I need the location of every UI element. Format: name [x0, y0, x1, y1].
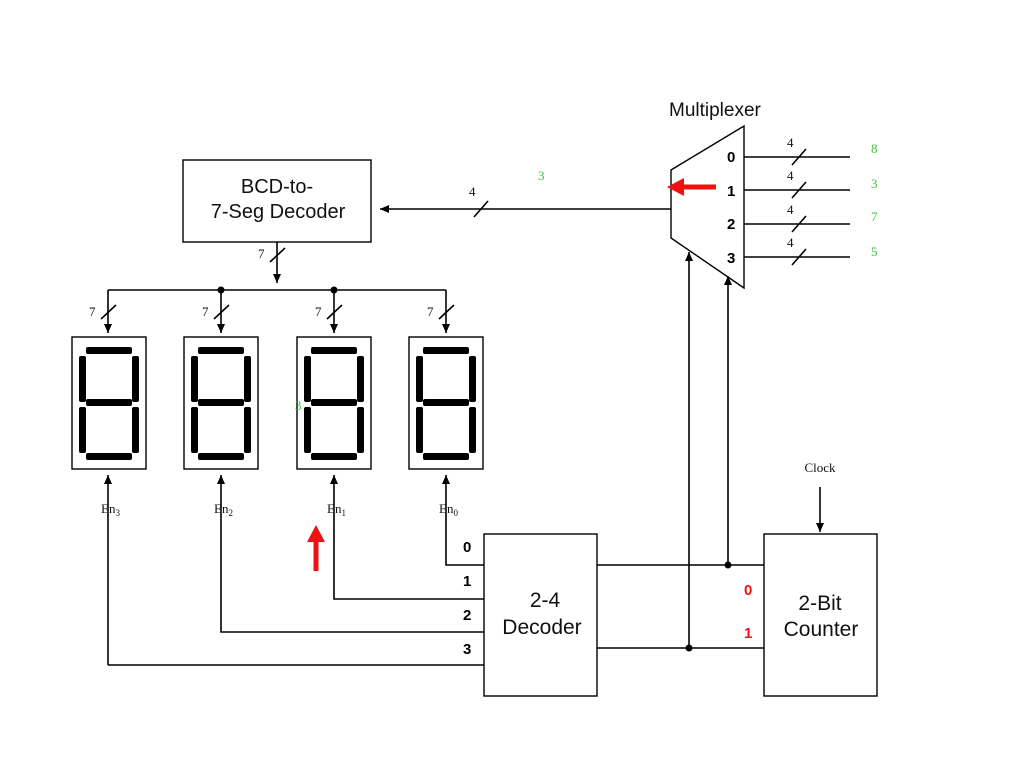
counter-label-line1: 2-Bit: [798, 592, 841, 615]
decoder-label-line2: Decoder: [502, 616, 581, 639]
selected-input-arrow-icon: [667, 178, 716, 196]
bus-width-label: 4: [469, 184, 476, 199]
clock-label: Clock: [804, 460, 836, 475]
enable-line-1: [330, 475, 484, 600]
enable-label-1: En1: [327, 501, 346, 518]
mux-input-label-1: 1: [727, 183, 735, 200]
display-bus-drop-3: 7: [89, 290, 117, 333]
mux-input-bus-3: 4: [744, 235, 850, 266]
decoder-output-label-0: 0: [463, 539, 471, 556]
enable-label-0: En0: [439, 501, 458, 518]
display-bus-drop-2: 7: [202, 290, 230, 333]
mux-input-value-3: 5: [871, 244, 878, 259]
bcd-decoder-block: [182, 159, 372, 243]
decoder-label-line1: 2-4: [530, 589, 561, 612]
two-bit-counter-block: [763, 533, 878, 697]
mux-input-label-3: 3: [727, 250, 735, 267]
seven-segment-display-3: [71, 336, 147, 470]
mux-input-value-2: 7: [871, 209, 878, 224]
mux-input-label-0: 0: [727, 149, 735, 166]
enable-label-3: En3: [101, 501, 120, 518]
counter-output-label-1: 1: [744, 625, 752, 642]
multiplexer-block: [670, 124, 745, 290]
bus-width-label: 4: [787, 135, 794, 150]
bus-width-label: 7: [427, 304, 434, 319]
two-to-four-decoder-block: [483, 533, 598, 697]
mux-input-label-2: 2: [727, 216, 735, 233]
decoder-output-label-1: 1: [463, 573, 471, 590]
seven-segment-display-2: [183, 336, 259, 470]
bus-width-label: 7: [202, 304, 209, 319]
bcd-output-bus: 7: [258, 242, 286, 283]
enable-label-2: En2: [214, 501, 233, 518]
mux-input-bus-1: 4: [744, 168, 850, 199]
mux-input-bus-0: 4: [744, 135, 850, 166]
mux-title: Multiplexer: [669, 100, 762, 121]
wire-junction-dot: [724, 561, 732, 569]
display-shown-digit: 3: [295, 398, 302, 413]
decoder-output-label-2: 2: [463, 607, 471, 624]
bus-width-label: 4: [787, 168, 794, 183]
counter-output-label-0: 0: [744, 582, 752, 599]
mux-selected-value: 3: [538, 168, 545, 183]
display-bus-drop-1: 7: [315, 290, 343, 333]
seven-segment-display-0: [408, 336, 484, 470]
bcd-decoder-label-line2: 7-Seg Decoder: [211, 201, 346, 223]
bus-width-label: 7: [315, 304, 322, 319]
bus-width-label: 7: [89, 304, 96, 319]
bus-width-label: 7: [258, 246, 265, 261]
display-bus-drop-0: 7: [427, 290, 455, 333]
enable-line-0: [442, 475, 484, 566]
mux-input-bus-2: 4: [744, 202, 850, 233]
mux-input-value-0: 8: [871, 141, 878, 156]
enable-line-2: [217, 475, 484, 633]
bus-width-label: 4: [787, 202, 794, 217]
bcd-decoder-label-line1: BCD-to-: [241, 176, 313, 198]
seven-segment-display-1: [296, 336, 372, 470]
counter-label-line2: Counter: [784, 618, 859, 641]
mux-output-bus: 4: [380, 184, 671, 218]
mux-input-value-1: 3: [871, 176, 878, 191]
decoder-output-label-3: 3: [463, 641, 471, 658]
active-enable-arrow-icon: [307, 525, 325, 571]
wire-junction-dot: [685, 644, 693, 652]
bus-width-label: 4: [787, 235, 794, 250]
